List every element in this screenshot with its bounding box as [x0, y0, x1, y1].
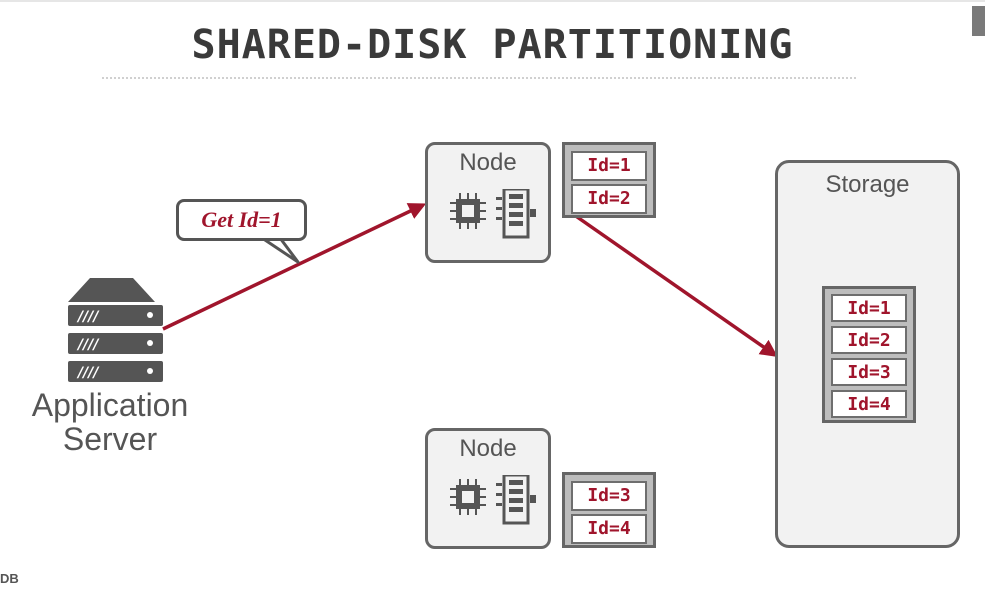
top-border: [0, 0, 985, 2]
node-2-id-cell: Id=4: [571, 514, 647, 544]
node-1: Node: [425, 142, 551, 263]
storage-id-cell: Id=3: [831, 358, 907, 386]
request-callout: Get Id=1: [176, 199, 307, 241]
request-arrow: [162, 203, 427, 331]
storage-id-cell: Id=2: [831, 326, 907, 354]
node-1-id-cell: Id=2: [571, 184, 647, 214]
node-2-id-cell: Id=3: [571, 481, 647, 511]
title-divider: [102, 77, 856, 79]
memory-icon: [496, 475, 536, 525]
server-icon: //// //// ////: [68, 278, 163, 382]
node-1-id-cell: Id=1: [571, 151, 647, 181]
storage-box: Storage Id=1 Id=2 Id=3 Id=4: [775, 160, 960, 548]
svg-text:////: ////: [76, 309, 100, 325]
svg-text:////: ////: [76, 337, 100, 353]
node-2-partition: Id=3 Id=4: [562, 472, 656, 548]
callout-pointer: [261, 236, 300, 264]
node-hardware: [450, 475, 536, 525]
storage-id-cell: Id=1: [831, 294, 907, 322]
node-label: Node: [459, 149, 517, 176]
corner-tab: [972, 6, 985, 36]
node-hardware: [450, 189, 536, 239]
storage-partition: Id=1 Id=2 Id=3 Id=4: [822, 286, 916, 423]
storage-id-cell: Id=4: [831, 390, 907, 418]
app-label-line1: Application: [31, 387, 189, 423]
slide-title: SHARED-DISK PARTITIONING: [191, 22, 794, 68]
app-label-line2: Server: [62, 421, 158, 457]
storage-label: Storage: [825, 171, 910, 198]
node-1-partition: Id=1 Id=2: [562, 142, 656, 218]
application-server-label: Application Server: [10, 388, 210, 456]
storage-arrow: [568, 210, 778, 358]
node-2: Node: [425, 428, 551, 549]
node-label: Node: [459, 435, 517, 462]
cpu-icon: [450, 479, 486, 515]
svg-text:////: ////: [76, 365, 100, 381]
footer-logo-text: DB: [0, 571, 19, 586]
cpu-icon: [450, 193, 486, 229]
memory-icon: [496, 189, 536, 239]
